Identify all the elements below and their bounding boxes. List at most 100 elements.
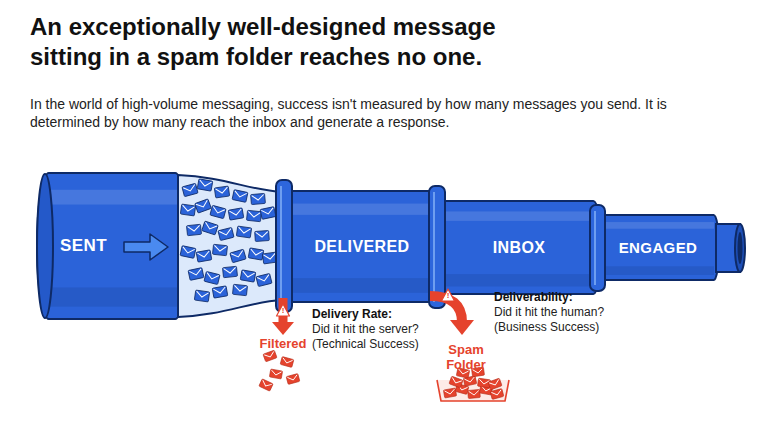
envelope-flap: [264, 351, 275, 358]
envelope-icon: [223, 266, 238, 277]
outcome-label: Spam Folder: [434, 342, 498, 372]
envelope-icon: [247, 210, 262, 221]
spam-bin: [437, 380, 509, 401]
envelope-body: [286, 374, 300, 385]
envelope-icon: [202, 221, 218, 235]
pipe-segment: ENGAGED: [596, 214, 720, 281]
ring-highlight: [280, 186, 282, 306]
envelope-flap: [271, 370, 282, 376]
envelope-flap: [234, 285, 246, 291]
cylinder-shadow: [442, 274, 596, 286]
envelope-body: [232, 190, 248, 203]
envelope-flap: [199, 180, 212, 187]
envelope-flap: [464, 377, 475, 383]
envelope-flap: [252, 194, 264, 200]
envelope-flap: [261, 380, 272, 388]
envelope-body: [187, 224, 202, 235]
cylinder-body: [437, 201, 601, 294]
envelope-icon: [455, 384, 469, 395]
envelope-flap: [231, 251, 244, 259]
envelope-flap: [234, 191, 247, 198]
cylinder-highlight: [602, 222, 714, 229]
ring-highlight: [433, 192, 435, 302]
pipe-ring: [276, 180, 292, 312]
envelope-body: [233, 284, 248, 295]
envelope-flap: [183, 185, 196, 193]
tube-opening-inner: [738, 232, 743, 264]
warning-icon: [277, 304, 290, 316]
heading-title: An exceptionally well-designed message s…: [30, 12, 520, 72]
envelope-icon: [233, 284, 248, 295]
envelope-body: [488, 378, 502, 390]
envelope-icon: [251, 193, 266, 204]
envelope-body: [490, 389, 504, 400]
envelope-body: [230, 249, 246, 262]
envelope-flap: [451, 377, 462, 384]
envelope-flap: [261, 208, 274, 215]
envelope-icon: [230, 249, 246, 262]
envelope-icon: [180, 246, 196, 259]
envelope-body: [263, 350, 277, 362]
envelope-body: [236, 226, 251, 238]
direction-arrow: [124, 234, 168, 260]
envelope-icon: [195, 199, 212, 213]
envelope-flap: [216, 187, 229, 194]
envelope-icon: [240, 270, 256, 282]
segment-label: INBOX: [493, 239, 546, 257]
envelope-flap: [224, 267, 236, 273]
envelope-body: [247, 210, 262, 221]
envelope-flap: [182, 205, 195, 212]
metric-note: Did it hit the server? (Technical Succes…: [312, 322, 434, 352]
envelope-icon: [488, 378, 502, 390]
envelope-flap: [250, 249, 263, 256]
envelope-icon: [236, 226, 251, 238]
envelope-icon: [218, 227, 234, 240]
envelope-body: [463, 376, 476, 386]
envelope-flap: [197, 251, 210, 258]
envelope-icon: [479, 385, 492, 395]
funnel-section: [178, 175, 282, 317]
envelope-flap: [257, 275, 270, 283]
envelope-body: [455, 384, 469, 395]
envelope-body: [202, 221, 218, 235]
envelope-icon: [232, 190, 248, 203]
cylinder-end: [37, 174, 53, 318]
envelope-body: [218, 227, 234, 240]
cylinder-shape: [36, 172, 188, 320]
envelope-flap: [481, 386, 492, 392]
envelope-body: [443, 388, 456, 398]
envelope-icon: [180, 204, 195, 216]
envelope-icon: [263, 350, 277, 362]
envelope-group: [259, 350, 504, 399]
warning-icon: [442, 289, 455, 301]
segment-label-box: SENT: [36, 172, 188, 320]
segment-label: SENT: [60, 236, 107, 256]
envelope-body: [262, 252, 277, 264]
envelope-flap: [458, 369, 469, 375]
envelope-body: [240, 270, 256, 282]
envelope-body: [214, 186, 229, 198]
envelope-icon: [463, 376, 476, 386]
envelope-flap: [188, 225, 200, 231]
envelope-flap: [287, 375, 298, 381]
envelope-flap: [204, 222, 217, 230]
pipe-segment: SENT: [36, 172, 188, 320]
envelope-icon: [449, 376, 463, 388]
spam-arrow: [430, 296, 462, 322]
envelope-flap: [214, 245, 226, 251]
envelope-body: [228, 208, 244, 220]
cylinder-highlight: [442, 211, 596, 221]
envelope-icon: [269, 369, 282, 379]
cylinder-shadow: [288, 278, 436, 293]
envelope-icon: [248, 248, 264, 260]
envelope-icon: [286, 374, 300, 385]
pipe-segment: DELIVERED: [282, 190, 442, 303]
envelope-icon: [260, 207, 276, 220]
envelope-body: [449, 376, 463, 388]
envelope-flap: [469, 391, 479, 396]
envelope-icon: [468, 389, 481, 398]
envelope-body: [479, 385, 492, 395]
metric-note: Did it hit the human? (Business Success): [494, 305, 616, 335]
segment-label: DELIVERED: [314, 238, 409, 256]
envelope-body: [204, 271, 220, 284]
